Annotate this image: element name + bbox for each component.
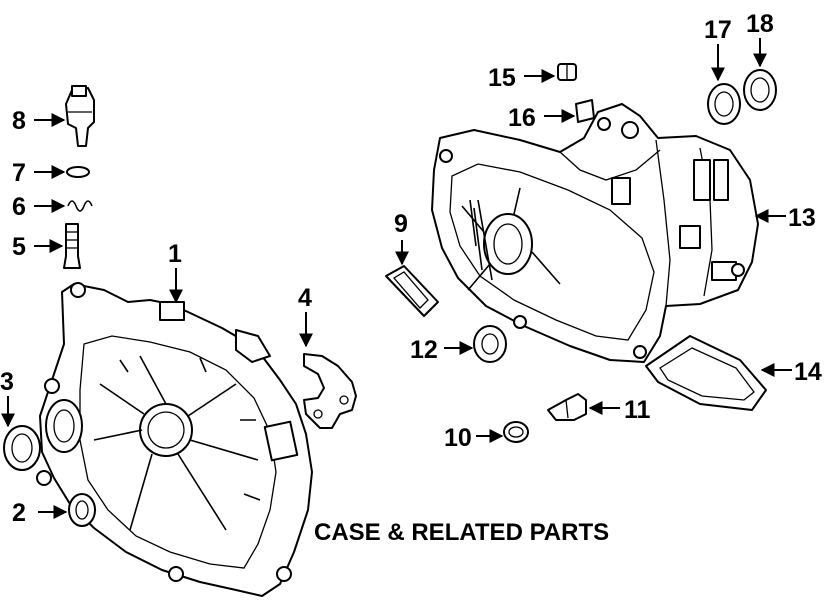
part-6-clip [67,200,93,212]
callout-3: 3 [0,368,14,396]
callout-12: 12 [410,336,438,364]
callout-9: 9 [394,210,408,238]
callout-7: 7 [12,159,26,187]
part-8-sensor [65,85,95,147]
callout-2: 2 [12,499,26,527]
part-18-seal [743,69,777,111]
callout-18: 18 [746,10,774,38]
callout-4: 4 [298,284,312,312]
part-14-gasket [645,335,767,411]
part-17-seal [707,83,741,125]
part-15-plug [557,63,577,81]
callout-1: 1 [168,240,182,268]
callout-16: 16 [508,104,536,132]
part-5-pin [63,223,81,269]
callout-8: 8 [12,107,26,135]
leader-lines [1,38,792,519]
callout-6: 6 [12,193,26,221]
callout-10: 10 [444,424,472,452]
part-12-seal [473,325,507,363]
part-7-oring [66,166,90,178]
part-4-bracket [303,353,357,429]
callout-15: 15 [488,64,516,92]
callout-5: 5 [12,233,26,261]
part-16-breather [575,99,595,123]
part-2-seal [68,493,96,527]
part-1-clutch-housing [36,282,313,597]
diagram-title: CASE & RELATED PARTS [314,519,609,546]
callout-17: 17 [704,16,732,44]
callout-14: 14 [794,358,822,386]
callout-13: 13 [788,204,816,232]
part-10-oring [503,421,529,443]
callout-labels: 1 2 3 4 5 6 7 8 9 10 11 12 13 14 15 16 1… [0,10,822,527]
part-3-seal [3,425,41,471]
part-13-transmission-case [431,103,759,363]
part-11-switch [547,393,587,421]
callout-11: 11 [624,396,651,424]
part-9-cover [385,265,439,317]
